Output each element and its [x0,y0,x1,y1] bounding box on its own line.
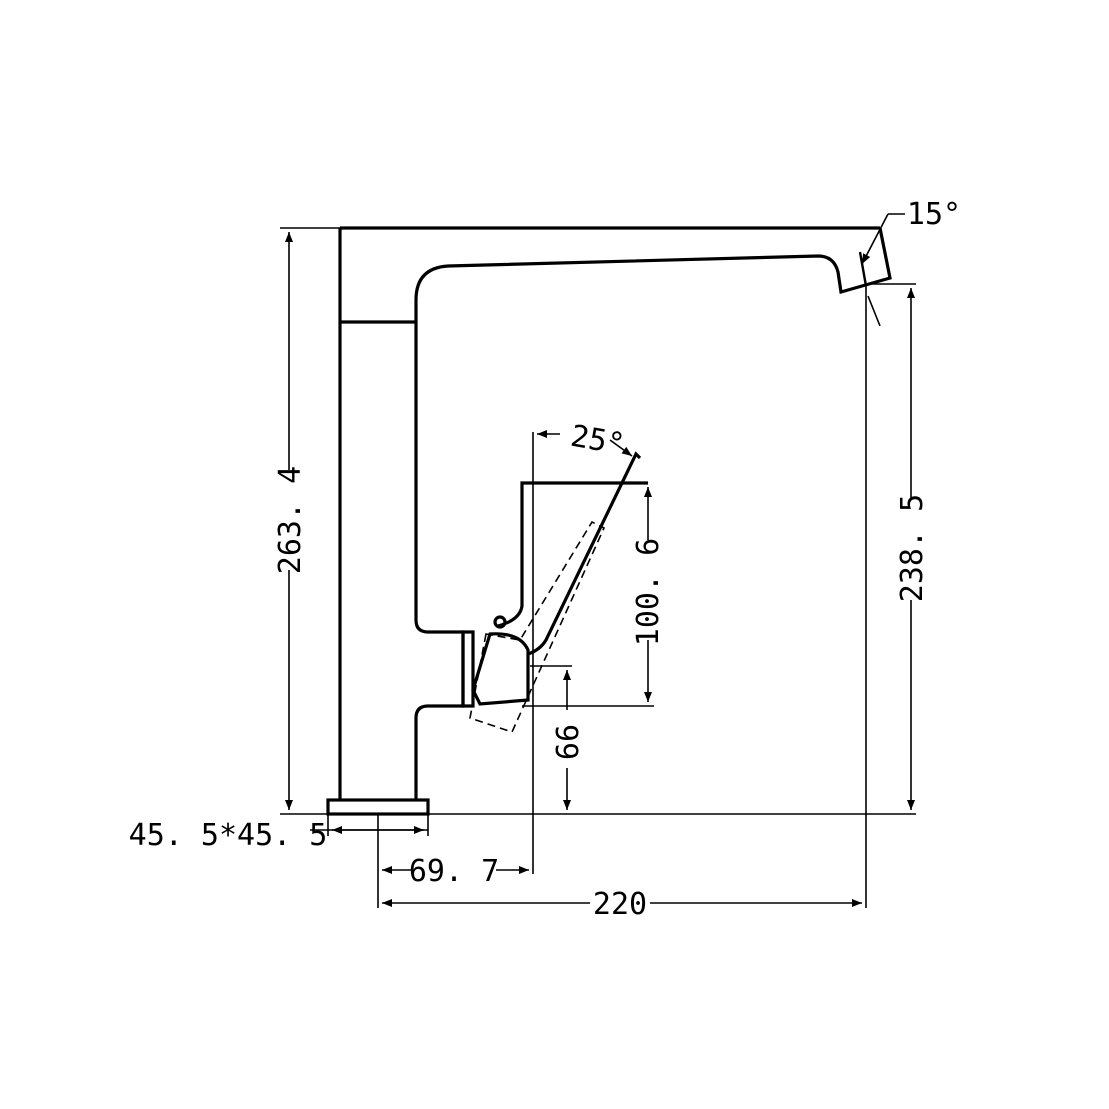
lever-base-height-label: 66 [551,724,586,760]
dim-spout-reach: 220 [382,286,867,922]
dim-lever-base-height: 66 [530,665,586,810]
spout-tilt-label: 15° [907,197,961,232]
overall-height-label: 263. 4 [273,466,308,574]
angle-spout-tilt: 15° [861,197,961,327]
angle-lever-tilt: 25° [537,419,633,463]
pivot-dot [493,615,507,629]
dim-spout-height: 238. 5 [872,283,930,810]
dim-lever-offset: 69. 7 [377,432,534,908]
lever-tilt-label: 25° [568,419,627,463]
lever-height-label: 100. 6 [631,538,666,646]
dim-base-size: 45. 5*45. 5 [129,814,429,853]
spout-reach-label: 220 [593,887,647,922]
lever-handle [527,451,642,656]
base-plate [326,798,430,816]
lever-cartridge [471,632,530,706]
spout-height-label: 238. 5 [895,494,930,602]
spout-tip-line [858,251,868,287]
lever-body [461,630,475,708]
dim-lever-height: 100. 6 [522,487,666,707]
dim-overall-height: 263. 4 [273,227,340,815]
faucet-outline [326,226,916,816]
lever-alt-position [469,520,606,733]
spout-contour [414,227,892,800]
base-size-label: 45. 5*45. 5 [129,818,328,853]
lever-offset-label: 69. 7 [409,854,499,889]
